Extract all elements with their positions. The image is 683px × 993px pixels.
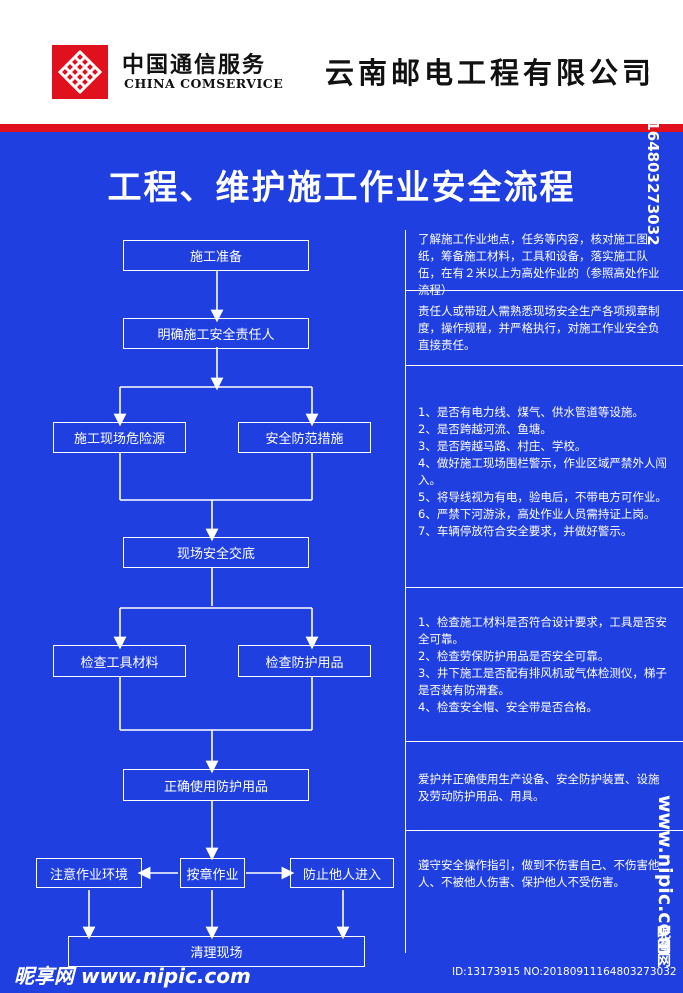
header-band: 中国通信服务 CHINA COMSERVICE 云南邮电工程有限公司 [0, 0, 683, 124]
side-watermark-id: By:cxl_wb No:20180911164803273032 [644, 8, 680, 246]
china-comservice-logo-icon [52, 45, 108, 99]
logo-chinese-name: 中国通信服务 [122, 53, 267, 78]
step-follow-rules: 按章作业 [180, 858, 245, 888]
step-site-hazards: 施工现场危险源 [53, 422, 186, 453]
note-prepare: 了解施工作业地点，任务等内容，核对施工图纸，筹备施工材料，工具和设备，落实施工队… [418, 232, 660, 297]
step-check-protective-gear: 检查防护用品 [238, 645, 371, 677]
logo-english-name: CHINA COMSERVICE [124, 76, 284, 91]
flow-panel [0, 132, 683, 993]
red-divider-bar [0, 124, 683, 132]
step-responsible-person: 明确施工安全责任人 [123, 318, 309, 349]
step-prevent-entry: 防止他人进入 [290, 858, 394, 888]
note-responsible: 责任人或带班人需熟悉现场安全生产各项规章制度，操作规程，并严格执行，对施工作业安… [418, 304, 660, 352]
notes-separator [405, 587, 683, 588]
bottom-watermark-brand: 昵享网 www.nipic.com [14, 964, 251, 988]
bottom-watermark-id: ID:13173915 NO:20180911164803273032 [452, 966, 677, 978]
step-use-protective-gear: 正确使用防护用品 [123, 769, 309, 801]
note-use-gear: 爱护并正确使用生产设备、安全防护装置、设施及劳动防护用品、用具。 [418, 772, 660, 803]
notes-separator [405, 830, 683, 831]
step-prepare: 施工准备 [123, 240, 309, 271]
side-watermark-brand: 昵图网 [655, 925, 671, 967]
step-cleanup: 清理现场 [68, 936, 365, 967]
notes-separator [405, 365, 683, 366]
step-safety-measures: 安全防范措施 [238, 422, 371, 453]
note-checks: 1、检查施工材料是否符合设计要求，工具是否安全可靠。 2、检查劳保防护用品是否安… [418, 615, 667, 714]
notes-separator [405, 290, 683, 291]
company-name: 云南邮电工程有限公司 [325, 56, 656, 90]
note-rules: 遵守安全操作指引，做到不伤害自己、不伤害他人、不被他人伤害、保护他人不受伤害。 [418, 858, 660, 889]
notes-separator [405, 741, 683, 742]
step-check-tools: 检查工具材料 [53, 645, 186, 677]
step-work-environment: 注意作业环境 [36, 858, 142, 888]
side-watermark-site: www.nipic.com [654, 795, 676, 957]
step-safety-briefing: 现场安全交底 [123, 537, 309, 568]
page-title: 工程、维护施工作业安全流程 [107, 168, 576, 208]
note-hazards: 1、是否有电力线、煤气、供水管道等设施。 2、是否跨越河流、鱼塘。 3、是否跨越… [418, 405, 667, 538]
notes-divider [405, 230, 406, 953]
